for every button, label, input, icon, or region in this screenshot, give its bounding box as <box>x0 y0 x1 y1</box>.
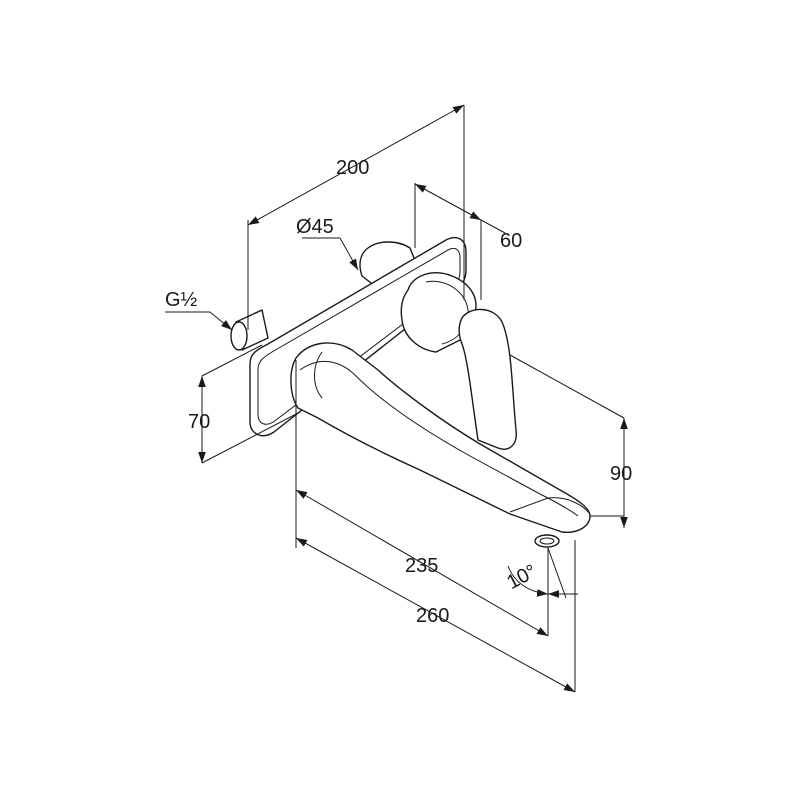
spout-base-edge <box>314 351 323 399</box>
dim-260-line <box>295 537 576 693</box>
dim-70-extension-bottom <box>201 411 301 464</box>
lever-housing-edge <box>425 280 469 345</box>
dim-60-line <box>414 183 482 221</box>
spout-top-edge <box>299 360 579 517</box>
thread-leader <box>209 311 233 331</box>
dimension-labels: 200 Ø45 60 G½ 70 90 235 260 10° <box>165 157 632 627</box>
aerator <box>534 534 560 548</box>
dim-70-label: 70 <box>188 411 210 433</box>
angle-10-leg <box>547 547 567 599</box>
spout-tip-edge <box>509 497 591 515</box>
dim-200-label: 200 <box>336 157 369 179</box>
dim-90-extension-top <box>509 354 625 419</box>
dim-235-label: 235 <box>405 555 438 577</box>
dim-200-line <box>247 104 465 226</box>
dim-90-label: 90 <box>610 463 632 485</box>
dim-45-leader <box>339 237 359 271</box>
faucet-body <box>230 236 591 548</box>
angle-10-arc <box>507 565 549 597</box>
spout <box>290 342 591 533</box>
dim-60-label: 60 <box>500 230 522 252</box>
dim-70-extension-top <box>201 344 263 377</box>
thread-label: G½ <box>165 289 198 311</box>
dim-260-label: 260 <box>416 605 449 627</box>
dimension-lines <box>165 104 628 693</box>
dim-60-overrun <box>480 219 506 234</box>
dim-45-label: Ø45 <box>296 216 334 238</box>
lever-handle <box>458 308 517 450</box>
inlet-pipe-end <box>230 321 248 351</box>
angle-10-label: 10° <box>503 560 540 594</box>
